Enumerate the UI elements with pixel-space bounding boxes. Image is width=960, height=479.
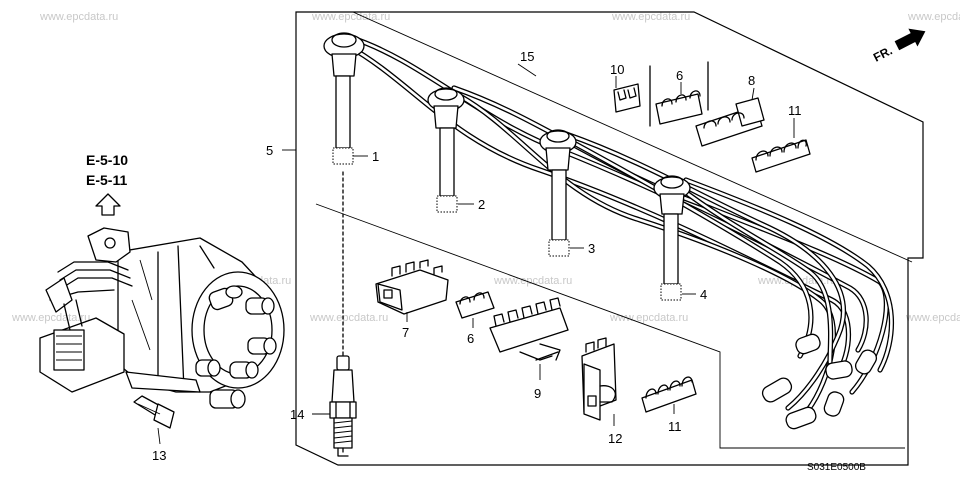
callout-4: 4	[700, 287, 707, 302]
callout-8: 8	[748, 73, 755, 88]
terminal-sleeve-4	[660, 283, 682, 301]
clamp-7[interactable]	[375, 259, 449, 315]
plug-boot-1	[335, 75, 351, 149]
callout-3: 3	[588, 241, 595, 256]
ignition-wire-set[interactable]	[345, 35, 895, 431]
leader-line	[751, 87, 755, 101]
cap-terminals	[195, 285, 277, 409]
clamp-10[interactable]	[613, 83, 641, 113]
callout-2: 2	[478, 197, 485, 212]
wire-end-boots	[761, 333, 878, 430]
harness-clip	[45, 277, 73, 313]
terminal-sleeve-2	[436, 195, 458, 213]
bolt-13[interactable]	[133, 395, 175, 429]
clamp-12[interactable]	[581, 337, 617, 421]
plug-wire-2[interactable]	[427, 87, 465, 213]
terminal-sleeve-1	[332, 147, 354, 165]
callout-10: 10	[610, 62, 624, 77]
callout-9: 9	[534, 386, 541, 401]
wire-set-inner-line	[315, 203, 905, 449]
wire-set-inner-line	[352, 11, 913, 263]
callout-6: 6	[676, 68, 683, 83]
reference-link[interactable]: E-5-11	[86, 172, 127, 188]
watermark: www.epcdata.ru	[907, 11, 960, 23]
watermark: www.epcdata.ru	[11, 312, 90, 324]
plug-boot-3	[551, 169, 567, 241]
watermark: www.epcdata.ru	[493, 275, 572, 287]
clamp-8[interactable]	[695, 97, 765, 147]
cross-reference[interactable]: E-5-10 E-5-11	[86, 152, 128, 216]
clamp-11-low[interactable]	[641, 376, 697, 413]
front-direction-indicator: FR.	[871, 28, 926, 65]
clamp-11-top[interactable]	[751, 139, 811, 173]
callout-11: 11	[668, 419, 682, 434]
callout-11: 11	[788, 103, 802, 118]
front-arrow-icon	[894, 28, 926, 51]
plug-wire-1[interactable]	[323, 32, 365, 165]
clamp-6-mid[interactable]	[455, 291, 495, 319]
watermark: www.epcdata.ru	[311, 11, 390, 23]
clamp-6-top[interactable]	[649, 61, 709, 127]
callout-5: 5	[266, 143, 273, 158]
watermark: www.epcdata.ru	[39, 11, 118, 23]
watermark: www.epcdata.ru	[611, 11, 690, 23]
callout-15: 15	[520, 49, 534, 64]
callout-14: 14	[290, 407, 304, 422]
clamp-9[interactable]	[489, 297, 569, 361]
plug-insulator	[331, 369, 355, 403]
watermark: www.epcdata.ru	[609, 312, 688, 324]
connector-plug	[53, 329, 85, 371]
watermark: www.epcdata.ru	[309, 312, 388, 324]
plug-boot-4	[663, 213, 679, 285]
callout-labels: 1 2 3 4 5 6 6 7 8 9 10 11 11 12 13 14 15	[152, 49, 802, 463]
callout-6: 6	[467, 331, 474, 346]
wire-set-box	[295, 11, 924, 466]
direction-label: FR.	[871, 43, 895, 64]
mounting-bracket	[87, 227, 131, 263]
plug-hex	[329, 401, 357, 419]
callout-leaders	[157, 63, 696, 445]
plug-wire-3[interactable]	[539, 129, 577, 257]
plug-wire-4[interactable]	[653, 175, 691, 301]
callout-12: 12	[608, 431, 622, 446]
distributor-assembly[interactable]	[39, 227, 285, 409]
reference-link[interactable]: E-5-10	[86, 152, 128, 168]
up-arrow-icon	[95, 193, 121, 216]
diagram-code: S031E0500B	[807, 462, 866, 473]
distributor-flange	[125, 371, 201, 393]
callout-1: 1	[372, 149, 379, 164]
callout-13: 13	[152, 448, 166, 463]
terminal-sleeve-3	[548, 239, 570, 257]
callout-7: 7	[402, 325, 409, 340]
plug-boot-2	[439, 127, 455, 197]
watermark: www.epcdata.ru	[905, 312, 960, 324]
spark-plug[interactable]	[329, 171, 357, 457]
